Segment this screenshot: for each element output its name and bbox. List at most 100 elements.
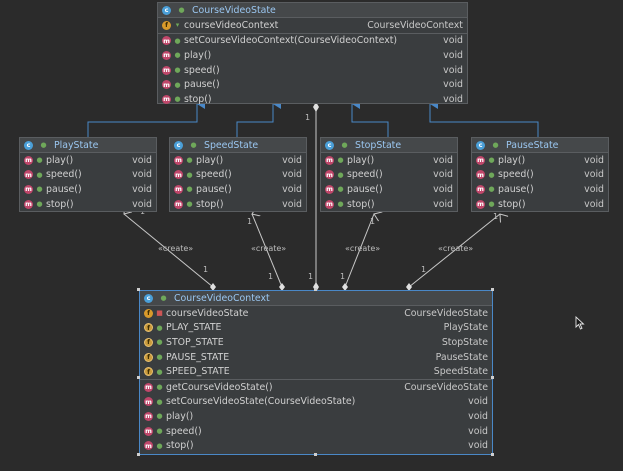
- class-stopstate[interactable]: c ● StopState m●play()void m●speed()void…: [320, 137, 458, 212]
- visibility-icon: ●: [186, 156, 193, 165]
- class-pausestate[interactable]: c ● PauseState m●play()void m●speed()voi…: [471, 137, 609, 212]
- static-final-field-icon: f: [144, 323, 153, 333]
- static-final-field-icon: f: [144, 352, 153, 362]
- create-label-stopstate: «create»: [345, 244, 381, 253]
- method-name: play(): [347, 154, 375, 166]
- selection-handle[interactable]: [314, 453, 317, 456]
- method-name: pause(): [347, 183, 383, 195]
- class-header[interactable]: c ● PlayState: [20, 138, 156, 153]
- method-type: void: [132, 198, 152, 210]
- class-header[interactable]: c ● PauseState: [472, 138, 608, 153]
- method-row[interactable]: m●stop()void: [20, 197, 156, 212]
- method-row[interactable]: m●pause()void: [321, 182, 457, 197]
- method-name: play(): [498, 154, 526, 166]
- method-icon: m: [174, 170, 183, 180]
- selection-handle[interactable]: [491, 453, 494, 456]
- method-row[interactable]: m ● pause() void: [158, 77, 467, 92]
- method-row[interactable]: m●pause()void: [170, 182, 306, 197]
- visibility-icon: ●: [186, 170, 193, 179]
- method-type: void: [468, 396, 488, 408]
- method-row[interactable]: m●stop()void: [321, 197, 457, 212]
- class-playstate[interactable]: c ● PlayState m●play()void m●speed()void…: [19, 137, 157, 212]
- class-speedstate[interactable]: c ● SpeedState m●play()void m●speed()voi…: [169, 137, 307, 212]
- method-type: void: [468, 440, 488, 452]
- method-row[interactable]: m●stop()void: [472, 197, 608, 212]
- method-type: void: [443, 49, 463, 61]
- inheritance-edge-pausestate: [429, 99, 539, 137]
- visibility-icon: ●: [156, 412, 163, 421]
- method-name: speed(): [347, 169, 383, 181]
- class-coursevideocontext[interactable]: c ● CourseVideoContext f■courseVideoStat…: [139, 290, 493, 455]
- method-name: play(): [184, 49, 212, 61]
- visibility-icon: ●: [156, 323, 163, 332]
- multiplicity-context-end: 1: [308, 272, 314, 281]
- method-row[interactable]: m ● setCourseVideoContext(CourseVideoCon…: [158, 34, 467, 49]
- method-row[interactable]: m●play()void: [20, 153, 156, 168]
- method-row[interactable]: m●pause()void: [472, 182, 608, 197]
- visibility-icon: ●: [174, 80, 181, 89]
- visibility-icon: ●: [178, 6, 185, 14]
- method-row[interactable]: m●play()void: [140, 409, 492, 424]
- method-row[interactable]: m●play()void: [321, 153, 457, 168]
- field-type: SpeedState: [433, 366, 488, 378]
- method-type: void: [443, 35, 463, 47]
- method-row[interactable]: m●speed()void: [20, 168, 156, 183]
- method-icon: m: [174, 199, 183, 209]
- class-header[interactable]: c ● StopState: [321, 138, 457, 153]
- selection-handle[interactable]: [491, 288, 494, 291]
- method-name: stop(): [46, 198, 74, 210]
- class-icon: c: [174, 140, 183, 150]
- selection-handle[interactable]: [314, 288, 317, 291]
- method-row[interactable]: m●speed()void: [321, 168, 457, 183]
- selection-handle[interactable]: [137, 288, 140, 291]
- visibility-icon: ●: [174, 51, 181, 60]
- class-header[interactable]: c ● SpeedState: [170, 138, 306, 153]
- method-row[interactable]: m●stop()void: [140, 438, 492, 453]
- method-type: void: [282, 183, 302, 195]
- field-row[interactable]: f ▾ courseVideoContext CourseVideoContex…: [158, 18, 467, 33]
- method-type: void: [433, 169, 453, 181]
- selection-handle[interactable]: [137, 453, 140, 456]
- method-row[interactable]: m●setCourseVideoState(CourseVideoState)v…: [140, 395, 492, 410]
- selection-handle[interactable]: [491, 376, 494, 379]
- class-header[interactable]: c ● CourseVideoContext: [140, 291, 492, 306]
- class-coursevideostate[interactable]: c ● CourseVideoState f ▾ courseVideoCont…: [157, 2, 468, 107]
- visibility-icon: ●: [160, 294, 167, 302]
- class-icon: c: [24, 140, 33, 150]
- method-row[interactable]: m ● play() void: [158, 48, 467, 63]
- method-icon: m: [476, 155, 485, 165]
- method-row[interactable]: m ● speed() void: [158, 63, 467, 78]
- method-type: void: [433, 183, 453, 195]
- class-header[interactable]: c ● CourseVideoState: [158, 3, 467, 18]
- inheritance-edges: [87, 99, 539, 137]
- visibility-icon: ●: [40, 141, 47, 149]
- method-row[interactable]: m●pause()void: [20, 182, 156, 197]
- method-type: void: [433, 154, 453, 166]
- method-icon: m: [162, 94, 171, 104]
- method-row[interactable]: m●getCourseVideoState()CourseVideoState: [140, 380, 492, 395]
- method-name: play(): [196, 154, 224, 166]
- method-icon: m: [144, 397, 153, 407]
- method-row[interactable]: m●speed()void: [472, 168, 608, 183]
- method-row[interactable]: m●play()void: [472, 153, 608, 168]
- method-row[interactable]: m ● stop() void: [158, 92, 467, 107]
- method-row[interactable]: m●speed()void: [170, 168, 306, 183]
- visibility-icon: ●: [174, 66, 181, 75]
- method-type: CourseVideoState: [404, 381, 488, 393]
- method-row[interactable]: m●speed()void: [140, 424, 492, 439]
- field-type: PauseState: [435, 351, 488, 363]
- method-icon: m: [144, 441, 153, 451]
- method-icon: m: [24, 170, 33, 180]
- method-row[interactable]: m●stop()void: [170, 197, 306, 212]
- field-type: CourseVideoState: [404, 307, 488, 319]
- method-row[interactable]: m●play()void: [170, 153, 306, 168]
- selection-handle[interactable]: [137, 376, 140, 379]
- method-type: void: [443, 64, 463, 76]
- method-icon: m: [325, 170, 334, 180]
